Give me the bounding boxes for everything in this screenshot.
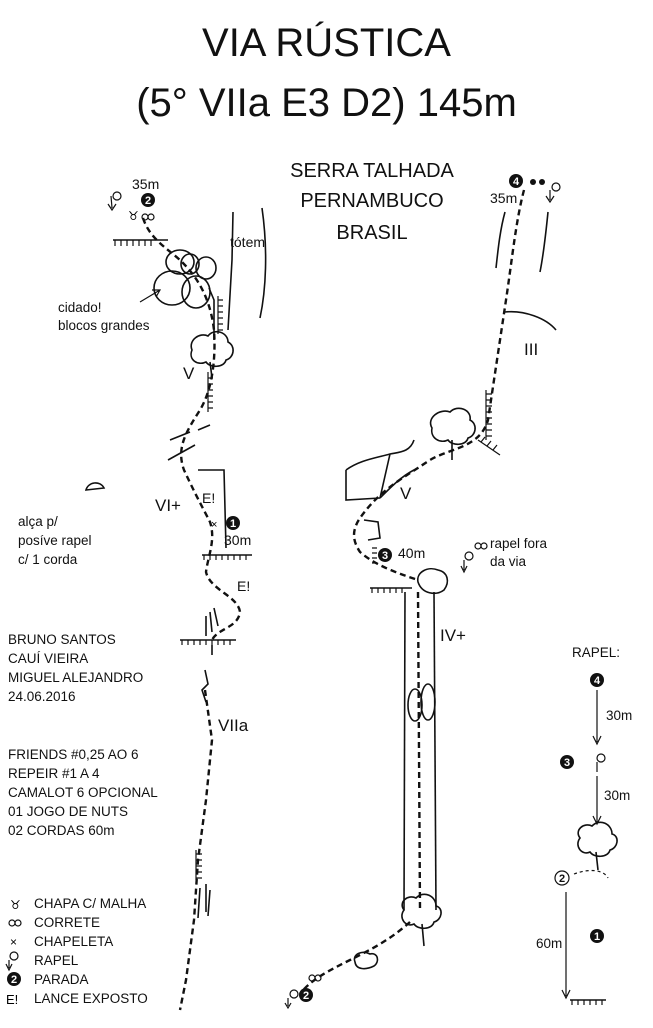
right-route-path-lower <box>299 921 411 995</box>
right-anchor-top-length: 35m <box>490 190 518 206</box>
left-anchor-mid-length: 30m <box>224 532 252 548</box>
rappel-diagram-title: RAPEL: <box>572 645 621 660</box>
right-grade-V: V <box>400 484 412 503</box>
right-route-path-upper <box>352 189 526 582</box>
rappel-off-line1: rapel fora <box>490 536 548 551</box>
tree-right-upper <box>429 407 476 460</box>
rappel-station-4: 4 <box>594 675 601 687</box>
credit-date: 24.06.2016 <box>8 689 76 704</box>
belay-number-right-start: 2 <box>303 990 309 1002</box>
rappel-off-line2: da via <box>490 554 527 569</box>
rappel-diagram: 4 3 2 1 <box>554 673 618 1005</box>
totem-line <box>227 211 234 331</box>
belay-number-right-mid: 3 <box>382 550 388 562</box>
belay-number-left-mid: 1 <box>230 518 236 530</box>
rappel-station-1: 1 <box>594 931 600 943</box>
belay-number-icon: 2 <box>11 974 17 986</box>
rappel-length-1: 30m <box>606 708 633 723</box>
exposed-label-1: E! <box>202 490 216 506</box>
right-grade-III: III <box>524 340 539 359</box>
right-route: 4 3 <box>284 174 561 1010</box>
left-grade-V: V <box>183 364 195 383</box>
belay-number-left-top: 2 <box>145 195 151 207</box>
right-route-path-pillar <box>416 591 422 911</box>
gear-line3: CAMALOT 6 OPCIONAL <box>8 785 158 800</box>
location-line1: SERRA TALHADA <box>290 160 454 182</box>
location-line2: PERNAMBUCO <box>300 190 444 212</box>
rappel-length-3: 60m <box>536 936 563 951</box>
rappel-tree <box>577 821 618 871</box>
rappel-station-3: 3 <box>564 757 570 769</box>
legend-label-rapel: RAPEL <box>34 953 79 968</box>
tree-left-upper <box>190 330 234 379</box>
rappel-length-2: 30m <box>604 788 631 803</box>
exposed-icon: E! <box>6 992 18 1007</box>
route-title: VIA RÚSTICA <box>202 21 451 65</box>
legend-label-chapa: CHAPA C/ MALHA <box>34 896 147 911</box>
boulders <box>153 249 217 309</box>
gear-line2: REPEIR #1 A 4 <box>8 766 100 781</box>
route-subtitle: (5° VIIa E3 D2) 145m <box>136 81 517 125</box>
credit-line1: BRUNO SANTOS <box>8 632 116 647</box>
location-line3: BRASIL <box>336 222 408 244</box>
gear-line5: 02 CORDAS 60m <box>8 823 115 838</box>
left-anchor-top-length: 35m <box>132 176 160 192</box>
bolt-hanger-icon: ♉ <box>10 898 21 912</box>
rappel-note-line1: alça p/ <box>18 514 58 529</box>
right-grade-IVplus: IV+ <box>440 626 466 645</box>
tree-right-base <box>401 893 442 947</box>
legend-icons: ♉ × 2 E! <box>5 898 22 1007</box>
exposed-label-2: E! <box>237 578 251 594</box>
totem-label: tótem <box>230 234 266 250</box>
legend-label-chapeleta: CHAPELETA <box>34 934 114 949</box>
left-grade-VIIa: VIIa <box>218 716 249 735</box>
rappel-sling-marker <box>84 482 106 491</box>
rappel-note-line2: posíve rapel <box>18 533 92 548</box>
rappel-icon-left <box>107 195 117 212</box>
left-route: × 2 ♉ 1 <box>84 191 267 1011</box>
gear-line4: 01 JOGO DE NUTS <box>8 804 129 819</box>
left-route-path-upper <box>141 217 242 641</box>
legend-label-parada: PARADA <box>34 972 89 987</box>
legend-label-corrente: CORRETE <box>34 915 101 930</box>
legend-label-exposed: LANCE EXPOSTO <box>34 991 148 1006</box>
bolt-hanger-icon: ♉ <box>128 209 139 223</box>
cross-icon: × <box>211 519 217 531</box>
gear-line1: FRIENDS #0,25 AO 6 <box>8 747 139 762</box>
rappel-station-2: 2 <box>559 873 565 885</box>
rappel-note-line3: c/ 1 corda <box>18 552 78 567</box>
boulders-note-line2: blocos grandes <box>58 318 150 333</box>
belay-number-right-top: 4 <box>513 176 520 188</box>
boulder-right <box>417 567 449 595</box>
left-grade-VIplus: VI+ <box>155 496 181 515</box>
boulders-note-line1: cidado! <box>58 300 102 315</box>
right-anchor-mid-length: 40m <box>398 545 426 561</box>
credit-line2: CAUÍ VIEIRA <box>8 651 89 666</box>
cross-icon: × <box>10 935 17 949</box>
credit-line3: MIGUEL ALEJANDRO <box>8 670 144 685</box>
